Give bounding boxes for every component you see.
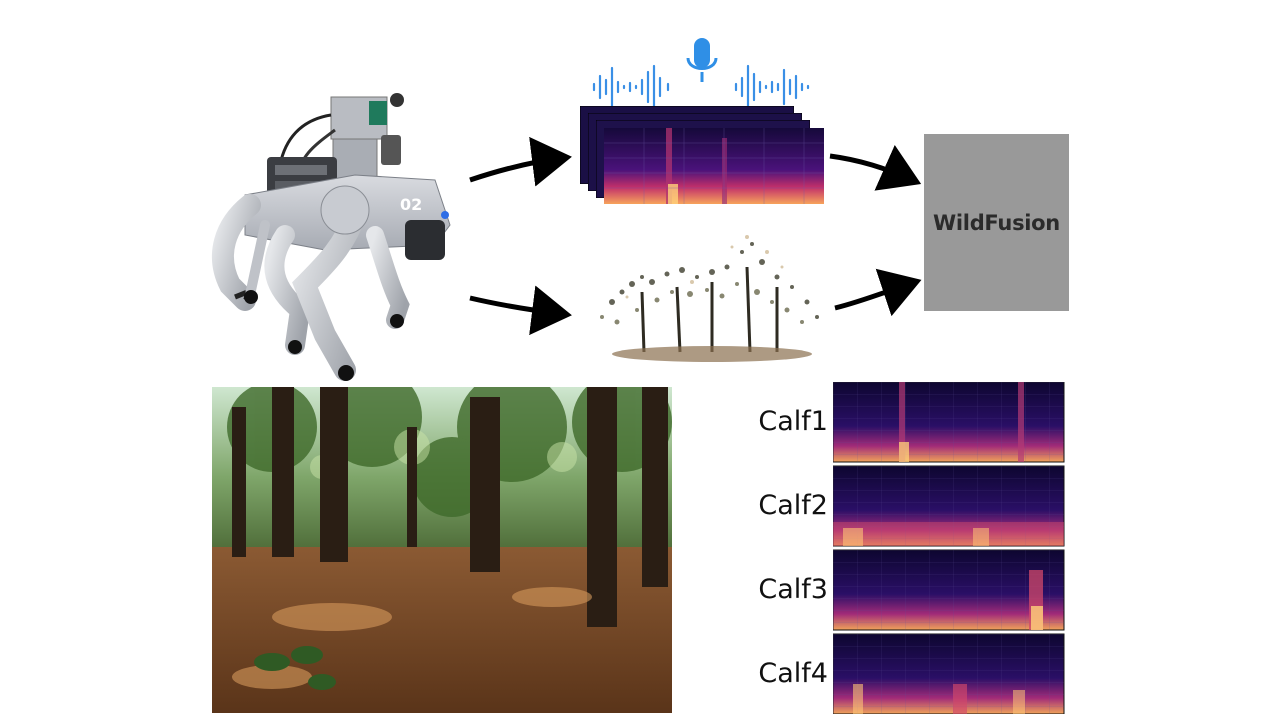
calf-spectrogram-2: [833, 465, 1065, 547]
audio-spectrogram-stack: [580, 106, 830, 206]
audio-waveform-icon: [592, 64, 810, 108]
arrow-robot-to-pointcloud: [469, 285, 572, 336]
calf-label-2: Calf2: [758, 490, 828, 521]
calf-label-4: Calf4: [758, 658, 828, 689]
calf-label-1: Calf1: [758, 406, 828, 437]
robot-dog-image: 02: [211, 93, 451, 381]
calf-spectrogram-3: [833, 549, 1065, 631]
spectrogram-front: [604, 128, 824, 204]
forest-photo: [212, 387, 672, 713]
arrow-pointcloud-to-fusion: [834, 268, 922, 317]
calf-label-3: Calf3: [758, 574, 828, 605]
point-cloud-image: [600, 235, 819, 362]
arrow-audio-to-fusion: [829, 144, 922, 191]
wildfusion-box: WildFusion: [924, 134, 1069, 311]
calf-spectrogram-4: [833, 633, 1065, 714]
calf-spectrograms: [833, 382, 1065, 714]
arrow-robot-to-audio: [469, 136, 572, 187]
wildfusion-label: WildFusion: [933, 210, 1060, 235]
microphone-icon: [686, 38, 718, 82]
svg-text:02: 02: [400, 195, 422, 214]
calf-spectrogram-1: [833, 382, 1065, 463]
